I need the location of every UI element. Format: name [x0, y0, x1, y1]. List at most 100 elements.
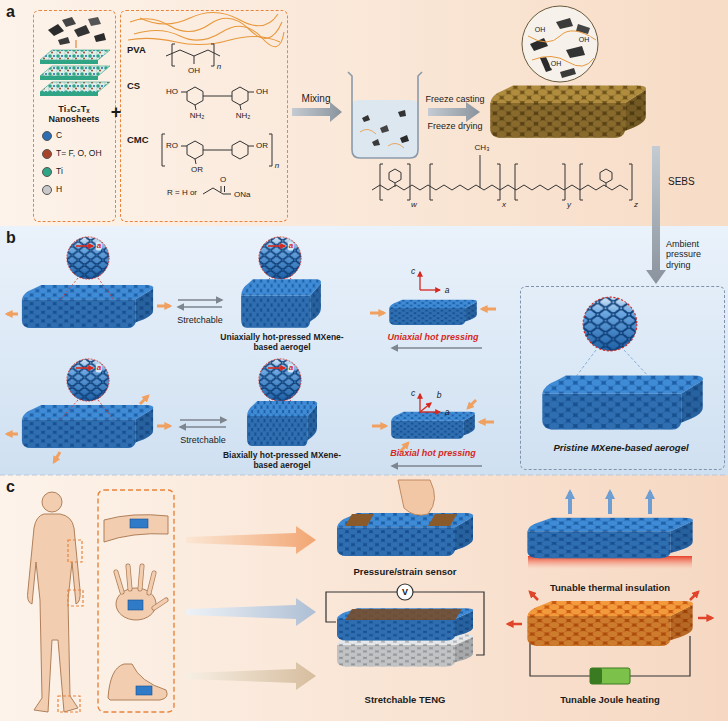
legend-text: C — [56, 131, 62, 141]
pristine-aerogel — [583, 297, 637, 351]
polymer-name: PVA — [127, 45, 146, 56]
return-arrow — [392, 347, 482, 349]
thermal-insulation-device — [527, 518, 693, 559]
body-parts — [130, 519, 148, 528]
process-label: Stretchable — [180, 435, 226, 445]
joule-heating-device — [590, 668, 630, 684]
panel-background — [0, 226, 728, 475]
joule-heating-device — [698, 617, 712, 620]
legend-swatch — [42, 167, 52, 177]
cs-structure — [187, 87, 203, 105]
sebs-structure — [562, 164, 565, 200]
group-label: OH — [550, 60, 563, 68]
mxene-crystal — [40, 82, 110, 92]
mxene-flakes — [94, 33, 106, 42]
hot-pressed-aerogel — [389, 300, 477, 325]
mxene-crystal — [40, 92, 98, 96]
beaker — [400, 135, 409, 143]
press-arrow — [7, 433, 18, 436]
formula-note: R = H or — [166, 188, 198, 197]
beaker — [380, 125, 389, 133]
cmc-structure — [269, 134, 272, 166]
press-arrow — [468, 400, 476, 408]
axis-arrow — [420, 289, 440, 290]
press-arrow — [7, 306, 496, 462]
sample-name: Uniaxially hot-pressed MXene-based aerog… — [217, 333, 347, 353]
formula-atom: O — [219, 175, 227, 184]
sebs-structure — [395, 183, 396, 187]
stretch-arrow — [178, 300, 226, 427]
axis-label: b — [437, 391, 442, 401]
press-arrow — [480, 421, 494, 424]
legend-item: C — [42, 131, 62, 141]
direction-arrow — [268, 245, 285, 247]
direction-arrow — [76, 245, 93, 247]
application-arrow — [186, 598, 316, 626]
zoom-inset — [67, 237, 109, 279]
return-arrow — [392, 465, 482, 467]
thermal-insulation-device — [568, 492, 572, 514]
cmc-structure — [248, 146, 254, 147]
group-label: OH — [534, 26, 547, 34]
sensor-device — [398, 480, 435, 515]
aerogel-zoom — [560, 68, 576, 78]
thermal-insulation-device — [608, 492, 612, 514]
press-arrow — [7, 313, 18, 316]
cmc-structure — [187, 141, 203, 159]
process-arrow — [292, 102, 342, 122]
direction-arrow — [268, 367, 285, 369]
mxene-crystal — [40, 50, 110, 96]
cmc-structure — [221, 186, 222, 192]
press-arrow — [370, 312, 384, 315]
sensor-device — [345, 514, 374, 526]
zoom-inset — [67, 359, 109, 401]
material-name: Ti₃C₂Tₓ Nanosheets — [36, 104, 112, 125]
sebs-structure — [372, 155, 632, 200]
panel-letter: a — [6, 3, 15, 21]
application-name: Pressure/strain sensor — [354, 567, 457, 578]
process-label: Ambient pressure drying — [666, 239, 722, 270]
beaker — [372, 139, 380, 146]
joule-heating-device — [508, 592, 712, 684]
repeat-index: y — [567, 200, 571, 209]
panel-letter: b — [6, 229, 16, 247]
beaker — [360, 129, 376, 134]
pristine-aerogel — [575, 350, 650, 378]
zoom-inset — [259, 359, 301, 401]
application-arrow — [186, 662, 316, 690]
axis-label: c — [411, 389, 415, 399]
legend-swatch — [42, 149, 52, 159]
cmc-structure — [162, 134, 165, 166]
axis-label: a — [288, 363, 294, 372]
pristine-aerogel — [542, 376, 703, 430]
joule-heating-device — [530, 592, 538, 600]
formula-atom: NH₂ — [189, 111, 206, 120]
process-label: Freeze drying — [427, 121, 482, 131]
human-figure — [58, 696, 80, 712]
stretchable-aerogel — [22, 285, 153, 448]
panel-band: aTi₃C₂Tₓ NanosheetsPVACSCMC — [0, 0, 728, 226]
application-arrow — [186, 526, 316, 690]
sebs-structure — [606, 183, 607, 187]
mxene-crystal — [40, 60, 98, 64]
stretchable-aerogel — [22, 285, 153, 328]
sensor-device — [337, 513, 473, 556]
mxene-flakes — [88, 17, 101, 26]
formula-atom: OH — [187, 66, 201, 75]
polymer-name: CMC — [127, 135, 149, 146]
cmc-structure — [181, 146, 187, 147]
sebs-structure — [430, 164, 433, 200]
cmc-structure — [232, 141, 248, 159]
axis-label: a — [445, 408, 450, 418]
press-arrow — [140, 396, 148, 404]
beaker — [348, 72, 422, 158]
joule-heating-device — [508, 623, 522, 626]
aerogel-zoom — [522, 6, 598, 82]
hot-pressed-aerogel — [247, 401, 317, 446]
axis-arrow — [420, 411, 440, 412]
repeat-index: z — [634, 200, 638, 209]
formula-atom: ONa — [233, 190, 251, 199]
process-arrow — [428, 102, 480, 122]
sample-name: Biaxially hot-pressed MXene-based aeroge… — [217, 451, 347, 471]
legend-text: T= F, O, OH — [56, 149, 102, 159]
